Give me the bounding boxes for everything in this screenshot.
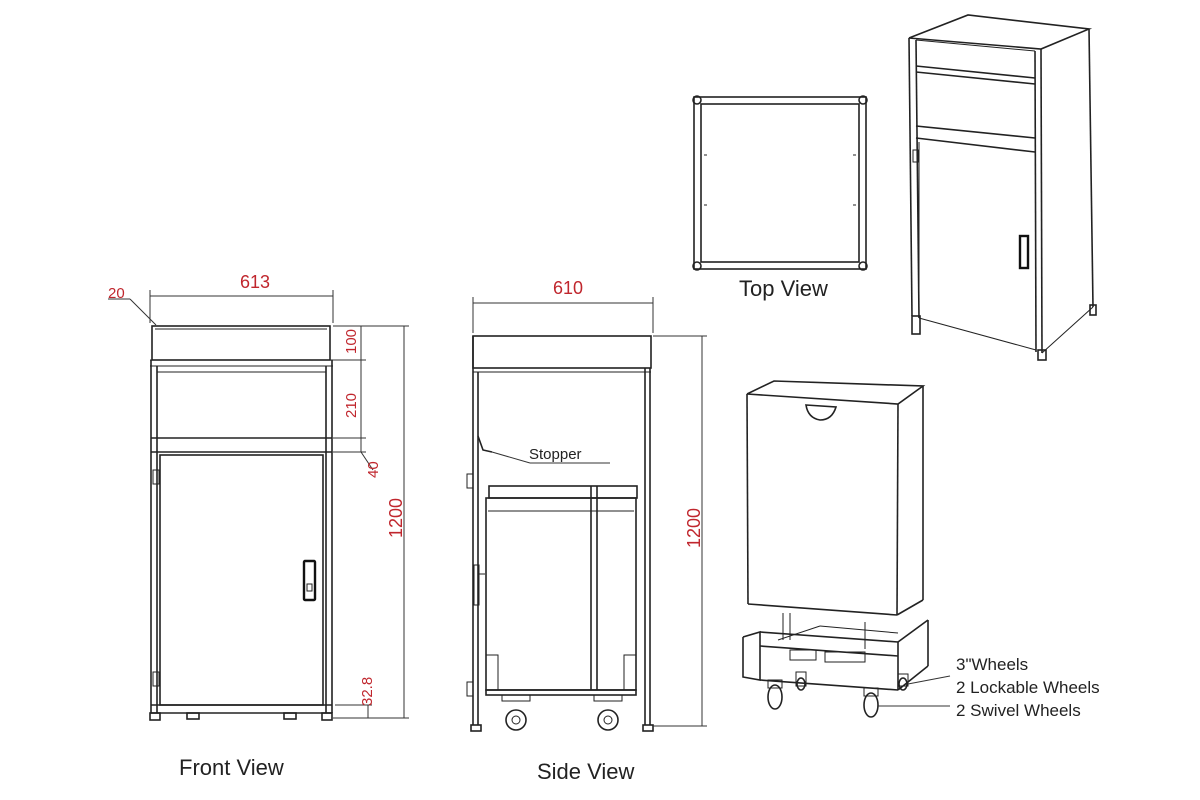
bin-trolley: 3"Wheels 2 Lockable Wheels 2 Swivel Whee… bbox=[742, 380, 1100, 720]
side-view: Stopper 610 120 bbox=[466, 278, 707, 784]
stopper-callout: Stopper bbox=[529, 446, 582, 463]
wheels-lockable-callout: 2 Lockable Wheels bbox=[956, 678, 1100, 697]
front-rail-dimension: 40 bbox=[365, 461, 382, 478]
front-drawer-dimension: 210 bbox=[343, 393, 360, 418]
front-view: 613 20 100 210 40 1200 32.8 Front View bbox=[108, 272, 409, 780]
front-height-dimension: 1200 bbox=[386, 498, 406, 538]
front-view-label: Front View bbox=[179, 755, 284, 780]
wheels-swivel-callout: 2 Swivel Wheels bbox=[956, 701, 1081, 720]
isometric-cabinet bbox=[908, 14, 1097, 361]
top-view-label: Top View bbox=[739, 276, 828, 301]
front-top-band-dimension: 100 bbox=[343, 329, 360, 354]
front-rim-dimension: 20 bbox=[108, 285, 125, 302]
top-view: Top View bbox=[692, 95, 868, 301]
front-width-dimension: 613 bbox=[240, 272, 270, 292]
side-view-label: Side View bbox=[537, 759, 635, 784]
front-base-dimension: 32.8 bbox=[359, 677, 376, 706]
side-width-dimension: 610 bbox=[553, 278, 583, 298]
side-height-dimension: 1200 bbox=[684, 508, 704, 548]
wheels-size-callout: 3"Wheels bbox=[956, 655, 1028, 674]
